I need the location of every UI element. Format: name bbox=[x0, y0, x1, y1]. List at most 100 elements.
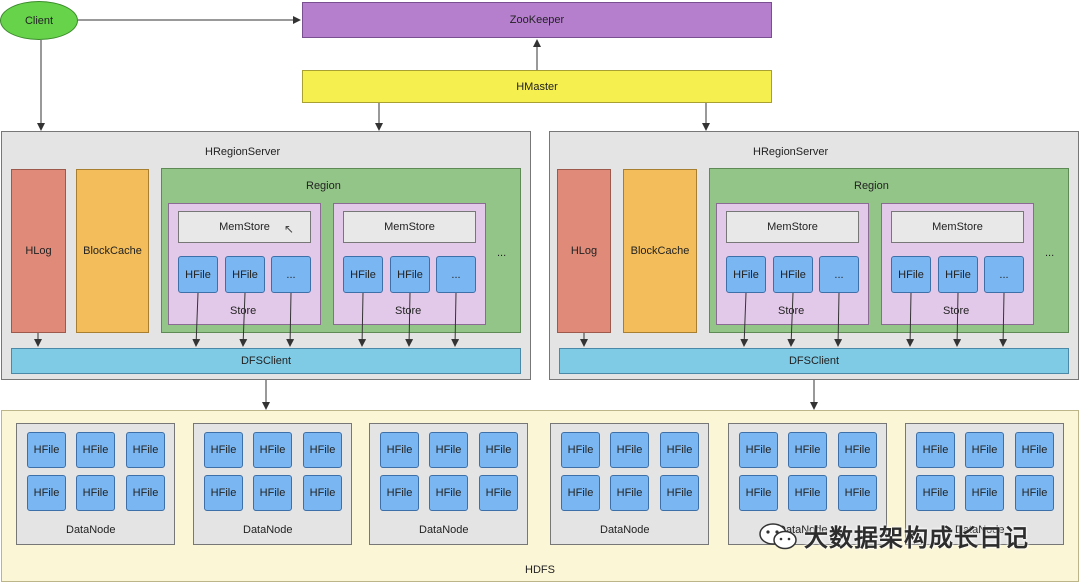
hfile-2-1-b: HFile bbox=[773, 256, 813, 293]
hlog-1-label: HLog bbox=[25, 245, 52, 257]
hfile-label: HFile bbox=[922, 444, 949, 456]
hfile-label: HFile bbox=[1021, 444, 1048, 456]
datanode-hfile: HFile bbox=[788, 475, 827, 511]
hfile-label: HFile bbox=[82, 444, 109, 456]
datanode-hfile: HFile bbox=[610, 432, 649, 468]
hfile-label: ... bbox=[999, 268, 1009, 281]
hfile-label: HFile bbox=[666, 444, 693, 456]
hfile-label: HFile bbox=[616, 444, 643, 456]
hfile-label: ... bbox=[451, 268, 461, 281]
hfile-2-2-more: ... bbox=[984, 256, 1024, 293]
hfile-label: HFile bbox=[898, 268, 924, 281]
regionserver-1-title: HRegionServer bbox=[205, 146, 281, 158]
datanode-hfile: HFile bbox=[27, 432, 66, 468]
hfile-2-2-a: HFile bbox=[891, 256, 931, 293]
memstore-2-1: MemStore bbox=[726, 211, 859, 243]
hfile-label: HFile bbox=[922, 487, 949, 499]
region-1-ellipsis: ... bbox=[497, 247, 507, 259]
watermark: 大数据架构成长日记 bbox=[758, 518, 1029, 553]
hfile-label: HFile bbox=[485, 487, 512, 499]
hfile-label: HFile bbox=[794, 487, 821, 499]
hfile-label: HFile bbox=[397, 268, 423, 281]
watermark-text: 大数据架构成长日记 bbox=[804, 525, 1029, 552]
datanode-hfile: HFile bbox=[838, 432, 877, 468]
hlog-2: HLog bbox=[557, 169, 611, 333]
store-1-2-label: Store bbox=[395, 305, 422, 317]
hfile-label: HFile bbox=[844, 444, 871, 456]
hfile-label: HFile bbox=[794, 444, 821, 456]
regionserver-2-title: HRegionServer bbox=[753, 146, 829, 158]
client-label: Client bbox=[24, 14, 54, 27]
blockcache-2: BlockCache bbox=[623, 169, 697, 333]
datanode-hfile: HFile bbox=[479, 432, 518, 468]
cursor-icon: ↖ bbox=[284, 222, 295, 236]
datanode-hfile: HFile bbox=[788, 432, 827, 468]
datanode-label: DataNode bbox=[600, 524, 650, 536]
hfile-label: ... bbox=[286, 268, 296, 281]
hfile-label: HFile bbox=[844, 487, 871, 499]
hfile-label: HFile bbox=[386, 444, 413, 456]
datanode-hfile: HFile bbox=[76, 475, 115, 511]
datanode-hfile: HFile bbox=[303, 475, 342, 511]
blockcache-1-label: BlockCache bbox=[83, 245, 142, 257]
hfile-label: HFile bbox=[132, 487, 159, 499]
hfile-label: HFile bbox=[210, 487, 237, 499]
blockcache-1: BlockCache bbox=[76, 169, 149, 333]
blockcache-2-label: BlockCache bbox=[630, 245, 690, 257]
hfile-label: HFile bbox=[82, 487, 109, 499]
hfile-label: HFile bbox=[33, 444, 60, 456]
datanode-hfile: HFile bbox=[610, 475, 649, 511]
zookeeper-box: ZooKeeper bbox=[302, 2, 772, 38]
hmaster-label: HMaster bbox=[516, 80, 558, 93]
hfile-label: HFile bbox=[945, 268, 971, 281]
hfile-2-1-more: ... bbox=[819, 256, 859, 293]
memstore-1-1: MemStore bbox=[178, 211, 311, 243]
hfile-1-1-b: HFile bbox=[225, 256, 265, 293]
hfile-label: HFile bbox=[309, 487, 336, 499]
datanode-hfile: HFile bbox=[27, 475, 66, 511]
datanode-hfile: HFile bbox=[1015, 475, 1054, 511]
datanode-label: DataNode bbox=[243, 524, 293, 536]
datanode-label: DataNode bbox=[955, 524, 1005, 536]
hfile-label: HFile bbox=[386, 487, 413, 499]
hfile-2-2-b: HFile bbox=[938, 256, 978, 293]
hfile-label: HFile bbox=[567, 487, 594, 499]
datanode-hfile: HFile bbox=[916, 432, 955, 468]
datanode-hfile: HFile bbox=[204, 475, 243, 511]
datanode-hfile: HFile bbox=[479, 475, 518, 511]
hmaster-box: HMaster bbox=[302, 70, 772, 103]
hfile-1-1-a: HFile bbox=[178, 256, 218, 293]
datanode-hfile: HFile bbox=[380, 475, 419, 511]
hfile-label: HFile bbox=[780, 268, 806, 281]
datanode-hfile: HFile bbox=[253, 432, 292, 468]
store-1-1-label: Store bbox=[230, 305, 257, 317]
datanode-hfile: HFile bbox=[916, 475, 955, 511]
datanode-hfile: HFile bbox=[253, 475, 292, 511]
hdfs-label: HDFS bbox=[525, 564, 555, 576]
hfile-label: HFile bbox=[616, 487, 643, 499]
hfile-label: HFile bbox=[971, 487, 998, 499]
region-1-label: Region bbox=[306, 180, 341, 192]
hfile-2-1-a: HFile bbox=[726, 256, 766, 293]
datanode-hfile: HFile bbox=[429, 432, 468, 468]
memstore-1-2-label: MemStore bbox=[384, 221, 435, 233]
datanode-hfile: HFile bbox=[660, 432, 699, 468]
datanode-hfile: HFile bbox=[965, 475, 1004, 511]
region-2-label: Region bbox=[854, 180, 889, 192]
dfsclient-1: DFSClient bbox=[11, 348, 521, 374]
hfile-label: HFile bbox=[1021, 487, 1048, 499]
dfsclient-2: DFSClient bbox=[559, 348, 1069, 374]
hfile-label: HFile bbox=[971, 444, 998, 456]
memstore-2-1-label: MemStore bbox=[767, 221, 818, 233]
hfile-label: HFile bbox=[350, 268, 376, 281]
hfile-label: HFile bbox=[666, 487, 693, 499]
datanode-hfile: HFile bbox=[76, 432, 115, 468]
hfile-label: HFile bbox=[567, 444, 594, 456]
hfile-label: HFile bbox=[132, 444, 159, 456]
datanode-hfile: HFile bbox=[204, 432, 243, 468]
zookeeper-label: ZooKeeper bbox=[509, 14, 565, 26]
datanode-hfile: HFile bbox=[380, 432, 419, 468]
memstore-2-2: MemStore bbox=[891, 211, 1024, 243]
datanode-hfile: HFile bbox=[126, 475, 165, 511]
hlog-1: HLog bbox=[11, 169, 66, 333]
